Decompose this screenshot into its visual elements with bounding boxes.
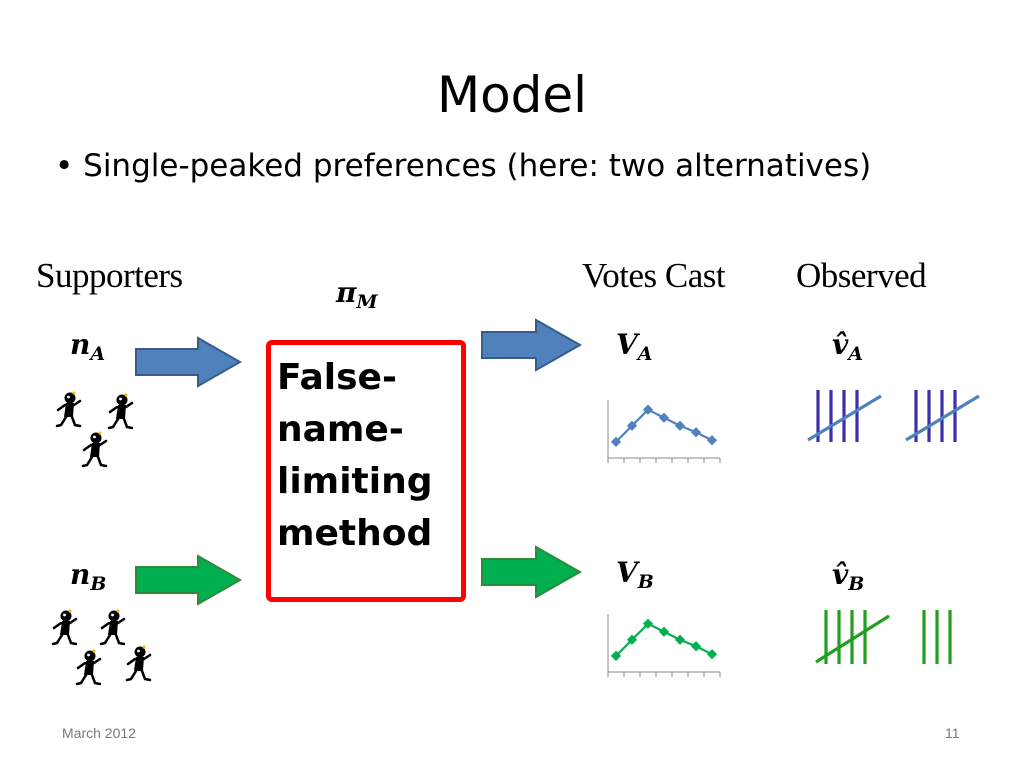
votes-cast-header: Votes Cast (582, 256, 726, 295)
arrow-a-out (481, 318, 583, 372)
footer-date: March 2012 (62, 725, 136, 741)
n-b-label: nB (70, 558, 107, 595)
supporter-figure-icon (75, 649, 102, 686)
data-point (658, 626, 670, 637)
pi-m-label: πM (336, 276, 378, 313)
supporter-figure-icon (99, 609, 126, 646)
supporter-figure-icon (107, 393, 134, 430)
supporter-figure-icon (81, 431, 108, 468)
supporters-b-icons (51, 609, 152, 686)
supporter-figure-icon (55, 391, 82, 428)
arrow-b-out (481, 545, 583, 599)
data-point (706, 649, 718, 660)
arrow-a-in (135, 336, 243, 388)
vote-chart-a (607, 400, 721, 463)
data-point (658, 412, 670, 423)
method-box (266, 340, 466, 602)
v-a-label: VA (616, 328, 653, 365)
slide-title: Model (436, 66, 588, 124)
observed-header: Observed (796, 256, 927, 295)
method-label: False- name- limiting method (277, 357, 433, 554)
data-point (706, 435, 718, 446)
arrow-b-in (135, 554, 243, 606)
v-hat-a-label: v̂A (832, 328, 864, 365)
tally-cross (815, 614, 890, 664)
tally-b (815, 610, 952, 664)
n-a-label: nA (70, 328, 106, 365)
data-point (690, 641, 702, 652)
bullet-point: • Single-peaked preferences (here: two a… (55, 148, 872, 184)
data-point (690, 427, 702, 438)
data-point (674, 420, 686, 431)
bullet-text: Single-peaked preferences (here: two alt… (83, 148, 872, 184)
supporter-figure-icon (125, 645, 152, 682)
supporter-figure-icon (51, 609, 78, 646)
data-point (674, 634, 686, 645)
tally-cross (905, 394, 980, 442)
vote-chart-b (607, 614, 721, 677)
tally-a (807, 390, 980, 442)
slide-number: 11 (945, 725, 960, 741)
v-b-label: VB (616, 556, 654, 593)
supporters-a-icons (55, 391, 134, 468)
data-point (610, 650, 622, 661)
tally-cross (807, 394, 882, 442)
v-hat-b-label: v̂B (832, 558, 865, 595)
supporters-header: Supporters (36, 256, 183, 295)
